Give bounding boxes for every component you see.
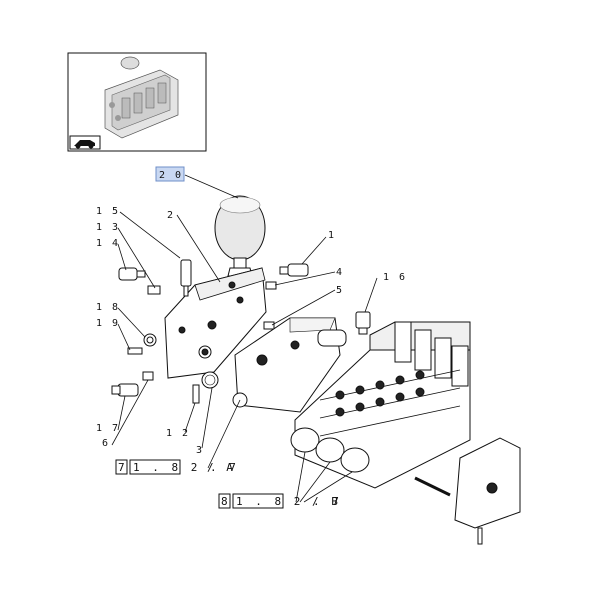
fitting-1: [279, 263, 309, 277]
callout-5[interactable]: 5: [336, 285, 344, 296]
callout-20[interactable]: 2 0: [159, 170, 183, 181]
plug-5: [263, 321, 275, 330]
reference-a-suffix: / A: [207, 461, 236, 474]
callout-4[interactable]: 4: [336, 267, 344, 278]
callout-14[interactable]: 1 4: [96, 238, 120, 249]
end-plate: [454, 437, 521, 545]
o-ring-18: [143, 333, 157, 347]
callout-13[interactable]: 1 3: [96, 222, 120, 233]
callout-12[interactable]: 1 2: [166, 428, 190, 439]
callout-20-highlight: [155, 166, 185, 182]
valve-section-1: [232, 317, 347, 413]
tractor-icon[interactable]: [69, 135, 101, 150]
callout-17[interactable]: 1 7: [96, 423, 120, 434]
callout-16[interactable]: 1 6: [383, 272, 407, 283]
reference-a[interactable]: 7 1 . 8 2 . 7 / A: [115, 459, 239, 475]
inlet-block: [164, 267, 267, 379]
callout-19[interactable]: 1 9: [96, 318, 120, 329]
callout-1[interactable]: 1: [328, 230, 336, 241]
valve-stack: [290, 321, 471, 497]
reference-b-box: 8: [221, 495, 231, 508]
screw-19: [127, 347, 143, 355]
callout-3[interactable]: 3: [196, 445, 204, 456]
reference-b[interactable]: 8 1 . 8 2 . 7 / B: [218, 493, 342, 509]
plug-6: [142, 371, 154, 381]
callout-2[interactable]: 2: [167, 210, 175, 221]
fitting-17: [111, 383, 139, 397]
reference-b-suffix: / B: [312, 495, 341, 508]
screw-13: [147, 285, 161, 295]
fitting-15: [180, 259, 192, 297]
valve-assembly-thumbnail: [104, 56, 179, 139]
plug-4: [265, 281, 277, 290]
reference-b-text: 1 . 8 2 . 7: [236, 495, 342, 508]
callout-6[interactable]: 6: [102, 438, 110, 449]
fitting-14: [118, 267, 146, 281]
fitting-16: [355, 311, 371, 335]
callout-labels: 2 0 1 5 2 1 3 1 4 1 4 5 1 6 1 8 1 9 1 7 …: [96, 166, 407, 456]
reference-a-box: 7: [118, 461, 128, 474]
leader-lines: [111, 174, 378, 503]
screw-12: [192, 384, 200, 404]
o-ring-3: [201, 371, 219, 389]
thumbnail-panel: [67, 52, 207, 152]
reference-a-text: 1 . 8 2 . 7: [133, 461, 239, 474]
callout-18[interactable]: 1 8: [96, 302, 120, 313]
accumulator: [214, 195, 266, 277]
callout-15[interactable]: 1 5: [96, 206, 120, 217]
